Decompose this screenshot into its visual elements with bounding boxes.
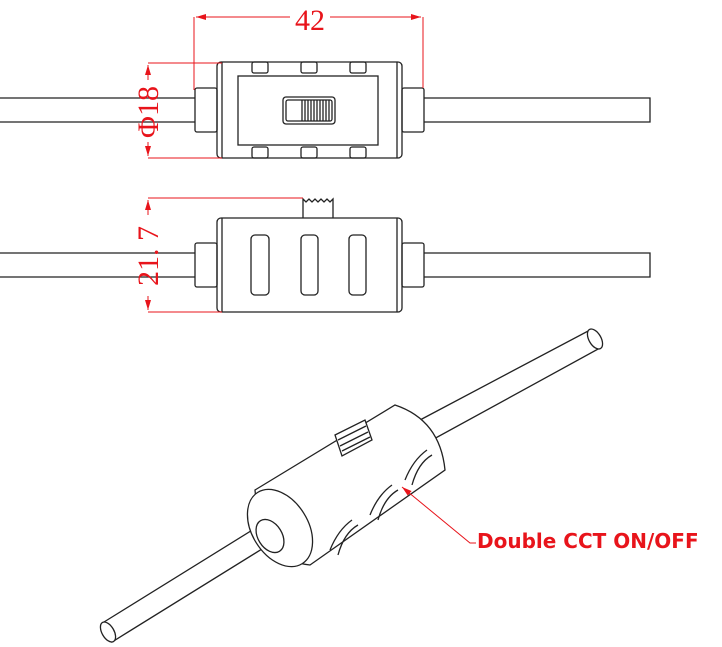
cable-3d <box>103 523 271 643</box>
isometric-view <box>99 328 604 643</box>
slot <box>348 234 367 296</box>
slot <box>250 234 270 296</box>
dimension-diameter-label: Φ18 <box>132 86 165 138</box>
dimension-diameter <box>145 62 222 159</box>
slot <box>300 234 319 296</box>
side-view <box>0 197 651 313</box>
body <box>216 217 403 313</box>
collar-right <box>401 87 425 133</box>
cable-left <box>0 97 195 123</box>
callout-label: Double CCT ON/OFF <box>477 529 699 553</box>
cable-right <box>424 97 651 123</box>
switch-3d <box>334 419 373 457</box>
callout-leader <box>401 486 476 544</box>
inner-panel <box>237 75 379 146</box>
slide-switch <box>282 96 336 125</box>
dimension-length <box>193 14 424 90</box>
top-view <box>0 61 651 159</box>
switch-tab <box>302 197 334 218</box>
dimension-height <box>145 197 303 313</box>
dimension-height-label: 21. 7 <box>132 226 165 286</box>
collar-left <box>194 87 218 133</box>
dimension-length-label: 42 <box>295 4 325 37</box>
